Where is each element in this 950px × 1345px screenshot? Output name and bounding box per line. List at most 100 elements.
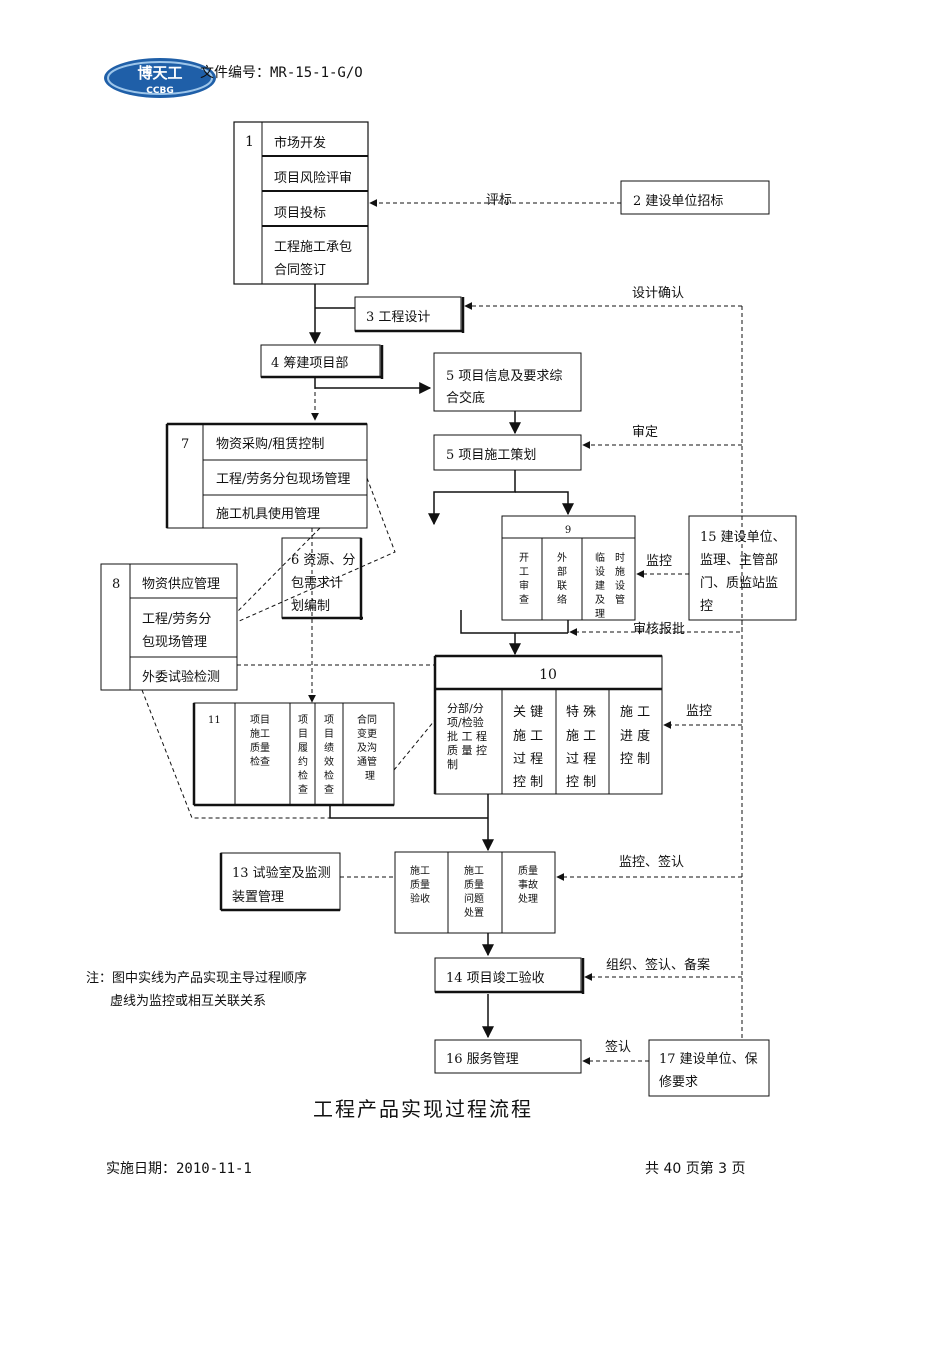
box-6-line-2: 包需求计	[291, 576, 343, 591]
box-4-label: 4 筹建项目部	[271, 355, 348, 371]
svg-text:项: 项	[298, 714, 308, 726]
label-jian-kong-2: 监控	[686, 704, 712, 719]
box-17-line-2: 修要求	[659, 1075, 698, 1090]
box-5a-line-2: 合交底	[446, 390, 485, 406]
box-17-warranty: 17 建设单位、保 修要求	[648, 1039, 770, 1097]
footer-page: 共 40 页第 3 页	[645, 1160, 746, 1177]
box-3-label: 3 工程设计	[366, 310, 430, 325]
box-16-service: 16 服务管理	[434, 1039, 582, 1074]
svg-text:变更: 变更	[357, 727, 377, 740]
svg-text:建: 建	[595, 579, 605, 592]
box-5-construction-plan: 5 项目施工策划	[433, 434, 582, 471]
svg-text:及: 及	[595, 594, 605, 606]
svg-text:临: 临	[595, 551, 605, 564]
svg-text:控 制: 控 制	[620, 752, 650, 767]
box-10-number: 10	[539, 667, 557, 683]
edge-5b-left	[428, 470, 516, 526]
box-5-info-handover: 5 项目信息及要求综 合交底	[433, 352, 582, 412]
edge-11-to-10	[393, 719, 436, 771]
box-4-project-dept: 4 筹建项目部	[260, 344, 384, 379]
box-3-design: 3 工程设计	[354, 296, 465, 333]
box-10-col-4: 施 工 进 度 控 制	[620, 705, 650, 767]
box-12-col-1: 施工 质量 验收	[410, 864, 430, 905]
svg-text:控 制: 控 制	[566, 775, 596, 790]
svg-text:效: 效	[324, 755, 334, 768]
edge-7-to-8b	[236, 527, 321, 613]
svg-text:理: 理	[365, 770, 375, 782]
svg-text:理: 理	[595, 608, 605, 620]
svg-text:通管: 通管	[357, 755, 377, 768]
svg-text:时: 时	[615, 552, 625, 564]
box-8-supply: 8 物资供应管理 工程/劳务分 包现场管理 外委试验检测	[100, 563, 238, 691]
box-7-row-3: 施工机具使用管理	[216, 506, 320, 522]
svg-text:审: 审	[519, 579, 529, 592]
svg-text:过 程: 过 程	[566, 752, 596, 767]
box-1-row-1: 市场开发	[274, 135, 326, 151]
svg-text:制: 制	[447, 758, 458, 771]
svg-text:项/检验: 项/检验	[447, 715, 484, 729]
svg-text:合同: 合同	[357, 713, 377, 726]
label-shen-he-bao-pi: 审核报批	[633, 622, 685, 637]
svg-text:处理: 处理	[518, 893, 538, 905]
box-1-row-5: 合同签订	[274, 262, 326, 278]
box-7-procurement: 7 物资采购/租赁控制 工程/劳务分包现场管理 施工机具使用管理	[165, 422, 368, 529]
label-zu-zhi: 组织、签认、备案	[606, 957, 710, 973]
footer-date: 实施日期：2010-11-1	[106, 1161, 252, 1177]
svg-text:约: 约	[298, 755, 308, 768]
box-2-label: 2 建设单位招标	[633, 194, 723, 209]
svg-text:查: 查	[298, 783, 308, 796]
label-jian-kong-qian-ren: 监控、签认	[619, 854, 684, 870]
svg-text:部: 部	[557, 565, 567, 578]
box-9-number: 9	[565, 525, 571, 536]
edge-11-to-12	[329, 805, 488, 819]
label-ping-biao: 评标	[486, 193, 512, 208]
svg-text:及沟: 及沟	[357, 741, 377, 754]
logo-text: 博天工	[137, 64, 182, 82]
box-15-line-2: 监理、主管部	[700, 553, 778, 568]
note-line-2: 虚线为监控或相互关联关系	[110, 994, 266, 1009]
svg-text:项目: 项目	[250, 714, 270, 726]
box-10-process-control: 10 分部/分 项/检验 批 工 程 质 量 控 制 关 键 施 工 过 程 控…	[433, 654, 663, 795]
svg-text:查: 查	[324, 783, 334, 796]
label-she-ji-que-ren: 设计确认	[632, 286, 684, 301]
label-jian-kong-1: 监控	[646, 554, 672, 569]
box-11-inspection: 11 项目 施工 质量 检查 项 目 履 约 检 查 项 目 绩 效 检 查 合…	[192, 702, 395, 807]
svg-text:质量: 质量	[410, 879, 430, 891]
box-7-row-2: 工程/劳务分包现场管理	[216, 471, 350, 487]
edge-8-to-12	[141, 689, 488, 819]
svg-text:质量: 质量	[518, 865, 538, 877]
box-10-col-1: 分部/分 项/检验 批 工 程 质 量 控 制	[447, 701, 487, 771]
box-12-col-3: 质量 事故 处理	[518, 865, 538, 905]
svg-text:设: 设	[615, 580, 625, 592]
box-14-label: 14 项目竣工验收	[446, 970, 545, 986]
box-8-row-1: 物资供应管理	[142, 576, 220, 592]
svg-text:关 键: 关 键	[513, 705, 543, 720]
box-6-resource-plan: 6 资源、分 包需求计 划编制	[281, 537, 363, 620]
svg-text:施 工: 施 工	[566, 729, 596, 744]
svg-text:目: 目	[324, 729, 334, 740]
svg-text:批 工 程: 批 工 程	[447, 729, 487, 743]
box-11-col-4: 合同 变更 及沟 通管 理	[357, 713, 377, 782]
box-11-number: 11	[208, 715, 221, 726]
box-10-col-2: 关 键 施 工 过 程 控 制	[513, 705, 543, 790]
svg-text:处置: 处置	[464, 907, 484, 919]
box-1-row-4: 工程施工承包	[274, 240, 352, 255]
box-13-laboratory: 13 试验室及监测 装置管理	[219, 852, 341, 912]
svg-text:履: 履	[298, 742, 308, 754]
svg-text:特 殊: 特 殊	[566, 705, 596, 720]
box-2-bidding: 2 建设单位招标	[620, 180, 770, 215]
doc-number: 文件编号：MR-15-1-G/O	[200, 65, 363, 81]
svg-text:过 程: 过 程	[513, 752, 543, 767]
svg-text:检: 检	[298, 769, 308, 782]
box-8-row-2: 工程/劳务分	[142, 611, 211, 627]
label-shen-ding: 审定	[632, 425, 658, 440]
edge-left-to-10	[460, 610, 515, 634]
box-1-row-2: 项目风险评审	[274, 171, 352, 186]
box-9-col-2: 外 部 联 络	[557, 552, 567, 606]
box-12-quality-acceptance: 施工 质量 验收 施工 质量 问题 处置 质量 事故 处理	[394, 851, 556, 934]
diagram-title: 工程产品实现过程流程	[313, 1097, 533, 1121]
company-logo: 博天工 CCBG	[104, 58, 216, 98]
box-8-number: 8	[112, 577, 120, 592]
svg-text:施 工: 施 工	[620, 705, 650, 720]
